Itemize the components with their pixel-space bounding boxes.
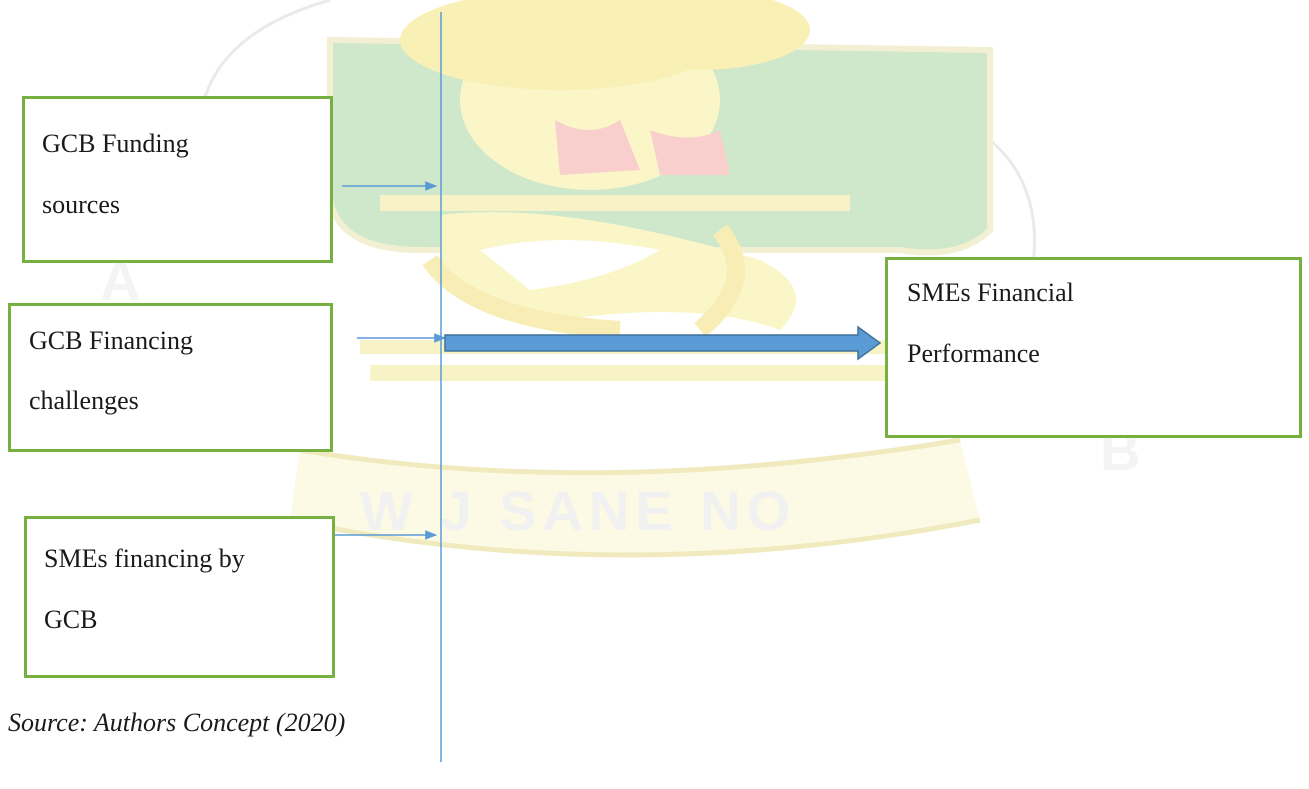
smes-financing-box: SMEs financing by GCB [24,516,335,678]
source-caption: Source: Authors Concept (2020) [8,708,346,737]
financing-challenges-box: GCB Financing challenges [8,303,333,452]
smes-financial-performance-box: SMEs Financial Performance [885,257,1302,438]
performance-label-line1: SMEs Financial [907,278,1074,307]
smes-financing-label-line1: SMEs financing by [44,544,245,573]
funding-sources-label-line1: GCB Funding [42,129,189,158]
financing-challenges-label-line2: challenges [29,386,139,415]
financing-challenges-label-line1: GCB Financing [29,326,193,355]
main-block-arrow [444,325,882,361]
smes-financing-label-line2: GCB [44,605,98,634]
performance-label-line2: Performance [907,339,1040,368]
funding-sources-box: GCB Funding sources [22,96,333,263]
funding-sources-label-line2: sources [42,190,120,219]
